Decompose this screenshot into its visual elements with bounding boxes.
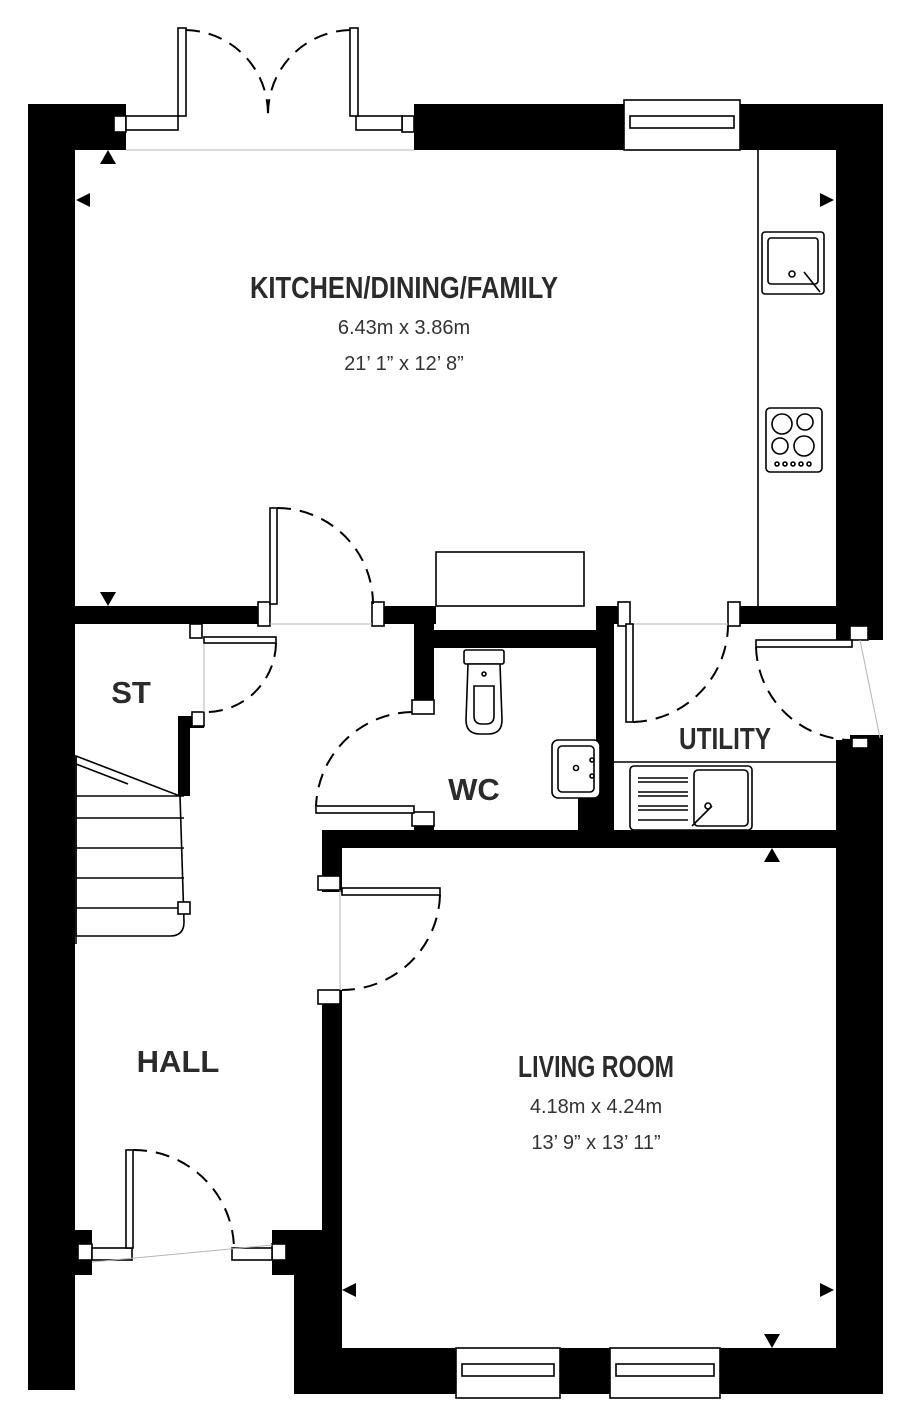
dimension-arrow-icon <box>76 150 834 1348</box>
hob-icon <box>765 407 823 473</box>
room-store: ST <box>111 675 151 710</box>
external-walls <box>28 104 883 1394</box>
room-living: LIVING ROOM 4.18m x 4.24m 13’ 9” x 13’ 1… <box>518 1049 674 1154</box>
sink-drainer-icon <box>629 765 753 831</box>
room-name: LIVING ROOM <box>518 1049 674 1084</box>
opening-lines <box>91 149 881 1263</box>
utility-worktop <box>614 761 836 831</box>
room-wc: WC <box>448 772 500 807</box>
room-dimensions-metric: 6.43m x 3.86m <box>338 317 470 339</box>
basin-icon <box>551 739 601 799</box>
room-utility: UTILITY <box>679 721 771 756</box>
kitchen-worktop <box>757 150 825 606</box>
window-icon <box>91 99 741 1399</box>
staircase-icon <box>75 754 191 944</box>
room-kitchen: KITCHEN/DINING/FAMILY 6.43m x 3.86m 21’ … <box>250 270 558 375</box>
room-dimensions-imperial: 13’ 9” x 13’ 11” <box>531 1132 660 1154</box>
toilet-icon <box>463 649 505 735</box>
room-dimensions-metric: 4.18m x 4.24m <box>530 1096 662 1118</box>
room-hall: HALL <box>137 1044 220 1079</box>
room-dimensions-imperial: 21’ 1” x 12’ 8” <box>344 353 464 375</box>
room-name: KITCHEN/DINING/FAMILY <box>250 270 558 305</box>
internal-walls <box>28 606 883 1240</box>
door-swing-icon <box>125 27 853 1249</box>
door-jambs <box>77 115 869 1261</box>
sink-icon <box>761 231 825 295</box>
chimney-breast <box>435 551 585 607</box>
